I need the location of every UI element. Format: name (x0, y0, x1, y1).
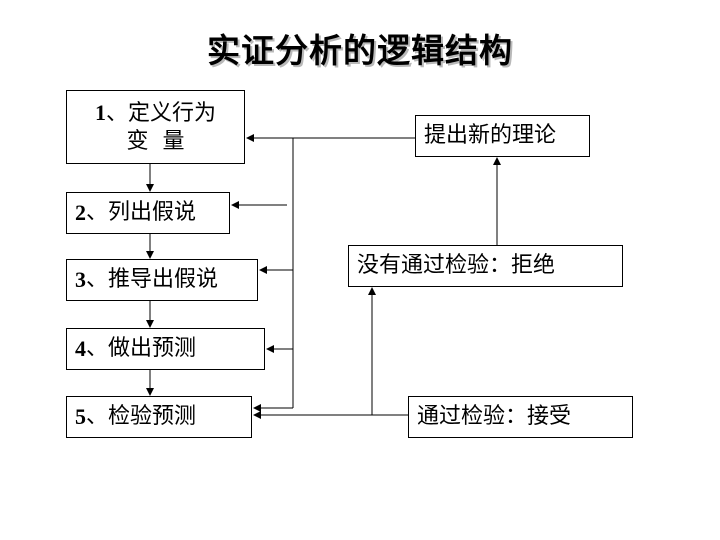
step-1-box: 1、定义行为 变 量 (66, 90, 245, 164)
step-2-label: 、列出假说 (86, 200, 197, 225)
step-2-number: 2 (75, 200, 86, 225)
step-5-label: 、检验预测 (86, 404, 197, 429)
step-5-box: 5、检验预测 (66, 396, 252, 438)
step-3-label: 、推导出假说 (86, 267, 219, 292)
step-1-label: 、定义行为 (105, 100, 216, 126)
rejected-label: 没有通过检验：拒绝 (357, 253, 556, 278)
step-3-number: 3 (75, 267, 86, 292)
step-5-number: 5 (75, 404, 86, 429)
accepted-label: 通过检验：接受 (417, 404, 572, 429)
step-1-label-line2: 变 量 (126, 128, 185, 154)
accepted-box: 通过检验：接受 (408, 396, 633, 438)
step-3-box: 3、推导出假说 (66, 259, 258, 301)
new-theory-label: 提出新的理论 (424, 123, 557, 148)
step-4-number: 4 (75, 336, 86, 361)
step-1-number: 1 (94, 99, 106, 125)
step-4-box: 4、做出预测 (66, 328, 265, 370)
rejected-box: 没有通过检验：拒绝 (348, 245, 623, 287)
diagram-title: 实证分析的逻辑结构 (207, 31, 513, 70)
new-theory-box: 提出新的理论 (415, 115, 590, 157)
step-2-box: 2、列出假说 (66, 192, 230, 234)
step-4-label: 、做出预测 (86, 336, 197, 361)
